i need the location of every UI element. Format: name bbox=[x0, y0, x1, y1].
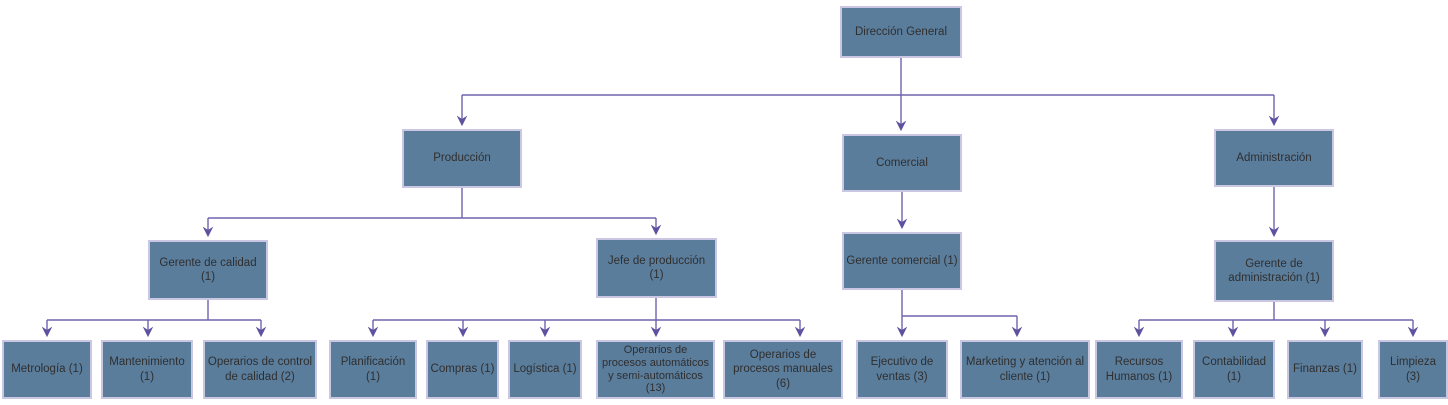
org-node-mantenimiento[interactable]: Mantenimiento (1) bbox=[101, 340, 193, 399]
org-node-produccion[interactable]: Producción bbox=[402, 129, 522, 188]
org-node-operarios-control-calidad[interactable]: Operarios de control de calidad (2) bbox=[203, 340, 317, 399]
org-node-label: Gerente de administración (1) bbox=[1228, 257, 1320, 284]
org-node-label: Gerente de calidad (1) bbox=[159, 256, 257, 283]
org-node-logistica[interactable]: Logística (1) bbox=[508, 340, 582, 399]
org-node-label: Finanzas (1) bbox=[1293, 363, 1357, 376]
org-node-direccion-general[interactable]: Dirección General bbox=[840, 6, 962, 58]
org-node-label: Comercial bbox=[876, 156, 928, 169]
org-node-label: Compras (1) bbox=[430, 363, 495, 376]
org-node-jefe-produccion[interactable]: Jefe de producción (1) bbox=[596, 238, 717, 298]
org-node-label: Dirección General bbox=[854, 25, 948, 38]
org-node-label: Limpieza (3) bbox=[1389, 356, 1437, 383]
org-node-label: Mantenimiento (1) bbox=[109, 356, 185, 383]
org-node-gerente-calidad[interactable]: Gerente de calidad (1) bbox=[148, 240, 268, 300]
org-node-limpieza[interactable]: Limpieza (3) bbox=[1378, 340, 1448, 399]
org-node-label: Jefe de producción (1) bbox=[607, 254, 706, 281]
org-node-operarios-automaticos[interactable]: Operarios de procesos automáticos y semi… bbox=[596, 340, 715, 399]
org-node-label: Contabilidad (1) bbox=[1202, 356, 1266, 383]
org-node-compras[interactable]: Compras (1) bbox=[426, 340, 499, 399]
org-node-comercial[interactable]: Comercial bbox=[842, 134, 962, 192]
org-node-label: Administración bbox=[1236, 151, 1312, 164]
org-node-metrologia[interactable]: Metrología (1) bbox=[2, 340, 92, 399]
org-node-label: Logística (1) bbox=[513, 363, 577, 376]
org-node-label: Operarios de procesos automáticos y semi… bbox=[602, 344, 709, 395]
org-node-label: Metrología (1) bbox=[11, 363, 83, 376]
org-node-ejecutivo-ventas[interactable]: Ejecutivo de ventas (3) bbox=[856, 340, 948, 399]
org-node-gerente-administracion[interactable]: Gerente de administración (1) bbox=[1214, 240, 1334, 302]
org-node-label: Operarios de control de calidad (2) bbox=[207, 356, 313, 383]
org-node-label: Operarios de procesos manuales (6) bbox=[733, 349, 833, 390]
org-node-recursos-humanos[interactable]: Recursos Humanos (1) bbox=[1095, 340, 1183, 399]
org-node-operarios-manuales[interactable]: Operarios de procesos manuales (6) bbox=[723, 340, 843, 399]
org-node-label: Marketing y atención al cliente (1) bbox=[965, 356, 1085, 383]
org-node-marketing[interactable]: Marketing y atención al cliente (1) bbox=[960, 340, 1090, 399]
org-node-gerente-comercial[interactable]: Gerente comercial (1) bbox=[842, 232, 962, 290]
org-node-label: Producción bbox=[433, 152, 491, 165]
org-node-label: Gerente comercial (1) bbox=[846, 254, 958, 267]
org-node-label: Planificación (1) bbox=[340, 356, 406, 383]
org-node-label: Ejecutivo de ventas (3) bbox=[870, 356, 934, 383]
org-node-planificacion[interactable]: Planificación (1) bbox=[329, 340, 417, 399]
org-node-contabilidad[interactable]: Contabilidad (1) bbox=[1193, 340, 1275, 399]
org-node-finanzas[interactable]: Finanzas (1) bbox=[1287, 340, 1363, 399]
org-node-label: Recursos Humanos (1) bbox=[1105, 356, 1173, 383]
org-node-administracion[interactable]: Administración bbox=[1214, 129, 1334, 187]
